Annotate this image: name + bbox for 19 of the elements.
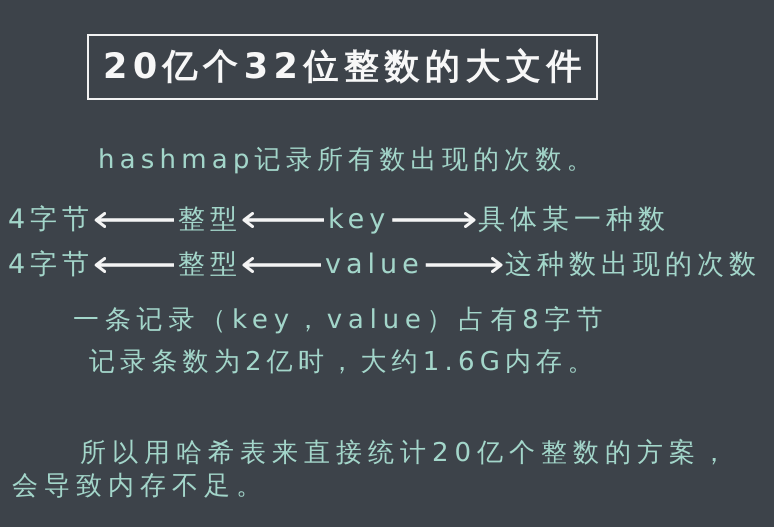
node-label: 具体某一种数	[474, 203, 672, 237]
note-text: hashmap记录所有数出现的次数。	[98, 144, 598, 177]
node-label: 整型	[174, 203, 244, 237]
arrow	[94, 257, 174, 273]
node-label: key	[324, 203, 392, 237]
title-box: 20亿个32位整数的大文件	[87, 34, 598, 100]
node-label: 整型	[174, 248, 244, 282]
note-text: 一条记录（key，value）占有8字节	[73, 304, 608, 337]
node-label: 这种数出现的次数	[501, 248, 763, 282]
arrow	[94, 212, 174, 228]
arrow	[242, 212, 324, 228]
arrow	[242, 257, 321, 273]
arrow	[426, 257, 502, 273]
conclusion-text: 所以用哈希表来直接统计20亿个整数的方案，会导致内存不足。	[12, 437, 734, 503]
node-label: value	[321, 248, 426, 282]
note-text: 记录条数为2亿时，大约1.6G内存。	[89, 346, 599, 379]
node-label: 4字节	[4, 248, 96, 282]
arrow	[392, 212, 476, 228]
node-label: 4字节	[4, 203, 96, 237]
